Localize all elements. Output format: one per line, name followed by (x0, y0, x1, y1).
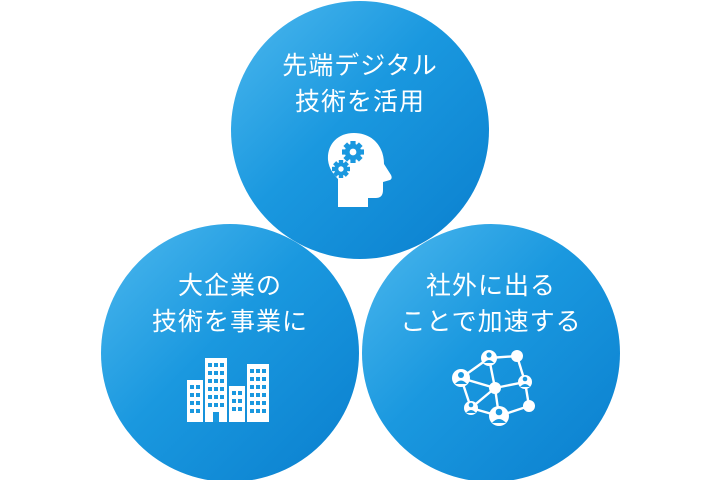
circle-label-line: 社外に出る (425, 271, 556, 300)
circle-label-line: 先端デジタル (282, 51, 438, 80)
circle-label-line: ことで加速する (400, 307, 582, 336)
circle-external-acceleration: 社外に出る ことで加速する (362, 224, 620, 480)
circle-label-line: 技術を事業に (151, 307, 308, 336)
circle-digital-technology: 先端デジタル 技術を活用 (231, 1, 489, 259)
circle-label-line: 技術を活用 (294, 87, 425, 116)
buildings-icon (187, 358, 273, 426)
circle-label: 大企業の 技術を事業に (101, 268, 359, 340)
people-network-icon (443, 348, 539, 432)
circle-enterprise-technology: 大企業の 技術を事業に (101, 224, 359, 480)
circle-label: 先端デジタル 技術を活用 (231, 48, 489, 120)
circle-label: 社外に出る ことで加速する (362, 268, 620, 340)
circle-label-line: 大企業の (177, 271, 282, 300)
head-gears-icon (324, 129, 396, 213)
